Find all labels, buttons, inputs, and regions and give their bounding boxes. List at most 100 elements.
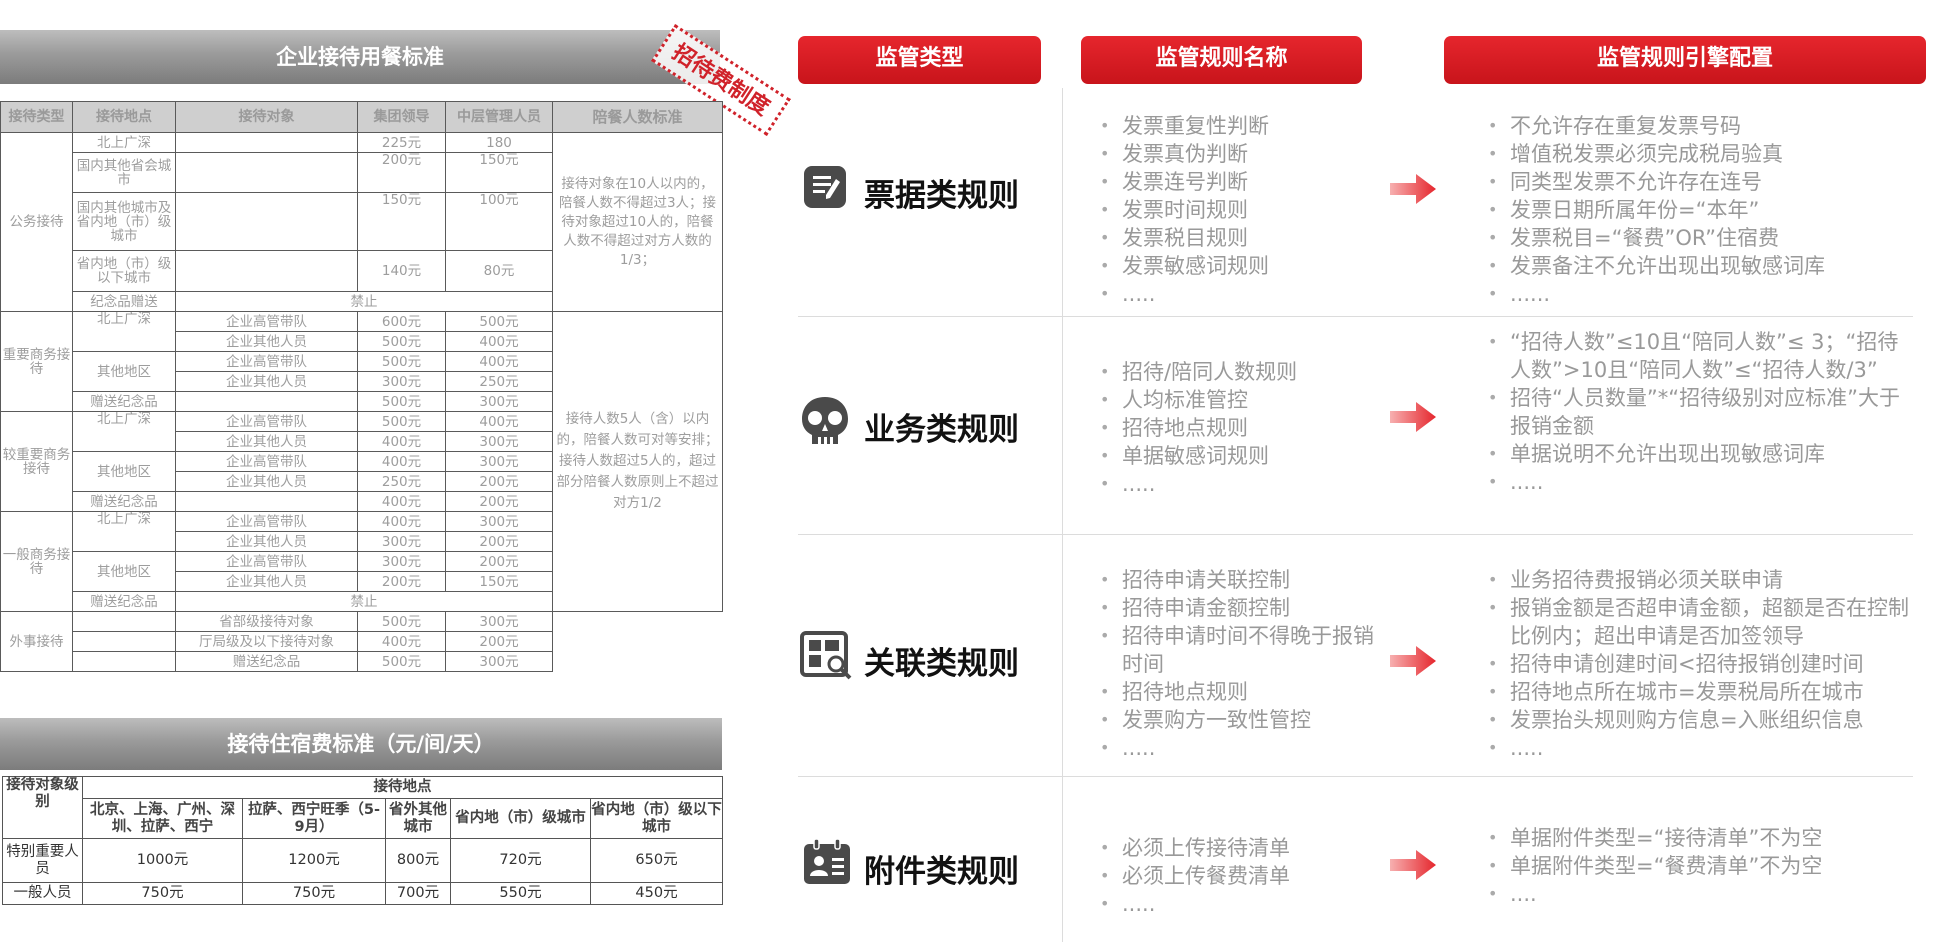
table-row: 厅局级及以下接待对象 400元 200元 xyxy=(1,631,723,652)
engine-config-list: “招待人数”≤10且“陪同人数”≤ 3；“招待人数”>10且“陪同人数”≤“招待… xyxy=(1482,328,1912,496)
list-item: 招待/陪同人数规则 xyxy=(1094,358,1394,386)
table-row: 特别重要人员 1000元 1200元 800元 720元 650元 xyxy=(2,838,724,883)
list-item: ..... xyxy=(1094,470,1394,498)
row-divider xyxy=(798,776,1913,777)
list-item: 发票税目规则 xyxy=(1094,224,1394,252)
list-item: 发票备注不允许出现出现敏感词库 xyxy=(1482,252,1922,280)
table-row: 企业其他人员 300元 200元 xyxy=(1,531,723,552)
lodging-header-row: 接待对象级别 接待地点 xyxy=(2,776,724,839)
list-item: 报销金额是否超申请金额，超额是否在控制比例内；超出申请是否加签领导 xyxy=(1482,594,1922,650)
category-ticket-rules: 票据类规则 xyxy=(798,160,1058,220)
dining-title-banner: 企业接待用餐标准 xyxy=(0,30,720,84)
engine-config-list: 单据附件类型=“接待清单”不为空 单据附件类型=“餐费清单”不为空 .... xyxy=(1482,824,1922,908)
table-row: 一般人员 750元 750元 700元 550元 450元 xyxy=(2,882,724,905)
list-item: 业务招待费报销必须关联申请 xyxy=(1482,566,1922,594)
category-business-rules: 业务类规则 xyxy=(798,392,1058,452)
lodging-standard-table: 接待对象级别 接待地点 北京、上海、广州、深圳、拉萨、西宁 拉萨、西宁旺季（5-… xyxy=(2,776,724,905)
list-item: 发票日期所属年份=“本年” xyxy=(1482,196,1922,224)
arrow-right-icon xyxy=(1390,850,1436,880)
header-rule-name: 监管规则名称 xyxy=(1081,36,1362,84)
list-item: 人均标准管控 xyxy=(1094,386,1394,414)
dining-title: 企业接待用餐标准 xyxy=(276,45,444,69)
list-item: 增值税发票必须完成税局验真 xyxy=(1482,140,1922,168)
category-label: 关联类规则 xyxy=(864,646,1019,682)
rule-name-list: 招待申请关联控制 招待申请金额控制 招待申请时间不得晚于报销时间 招待地点规则 … xyxy=(1094,566,1379,762)
list-item: 招待地点规则 xyxy=(1094,678,1379,706)
list-item: ..... xyxy=(1094,734,1379,762)
table-row: 赠送纪念品 500元 300元 xyxy=(1,651,723,672)
category-association-rules: 关联类规则 xyxy=(798,626,1058,686)
table-row: 赠送纪念品 禁止 xyxy=(1,591,723,612)
list-item: 必须上传餐费清单 xyxy=(1094,862,1394,890)
dining-header-row: 接待类型 接待地点 接待对象 集团领导 中层管理人员 陪餐人数标准 xyxy=(0,101,723,133)
category-label: 票据类规则 xyxy=(864,178,1019,214)
rule-name-list: 发票重复性判断 发票真伪判断 发票连号判断 发票时间规则 发票税目规则 发票敏感… xyxy=(1094,112,1394,308)
arrow-right-icon xyxy=(1390,174,1436,204)
list-item: 单据附件类型=“餐费清单”不为空 xyxy=(1482,852,1922,880)
table-row: 赠送纪念品 500元 300元 xyxy=(1,391,723,412)
id-card-icon xyxy=(804,838,850,884)
lodging-places-row: 北京、上海、广州、深圳、拉萨、西宁 拉萨、西宁旺季（5-9月） 省外其他城市 省… xyxy=(3,798,724,839)
arrow-right-icon xyxy=(1390,646,1436,676)
category-label: 业务类规则 xyxy=(864,412,1019,448)
table-row: 一般商务接待 北上广深 企业高管带队 400元 300元 xyxy=(0,511,723,612)
list-item: ..... xyxy=(1094,890,1394,918)
table-row: 国内其他城市及省内地（市）级城市 150元 100元 xyxy=(1,192,723,251)
list-item: 发票时间规则 xyxy=(1094,196,1394,224)
engine-config-list: 业务招待费报销必须关联申请 报销金额是否超申请金额，超额是否在控制比例内；超出申… xyxy=(1482,566,1922,762)
list-item: 必须上传接待清单 xyxy=(1094,834,1394,862)
table-row: 外事接待 省部级接待对象 500元 300元 xyxy=(0,611,723,672)
dining-standard-table: 接待类型 接待地点 接待对象 集团领导 中层管理人员 陪餐人数标准 公务接待 北… xyxy=(0,101,723,672)
list-item: 招待申请金额控制 xyxy=(1094,594,1379,622)
list-item: 发票抬头规则购方信息=入账组织信息 xyxy=(1482,706,1922,734)
list-item: .... xyxy=(1482,880,1922,908)
list-item: “招待人数”≤10且“陪同人数”≤ 3；“招待人数”>10且“陪同人数”≤“招待… xyxy=(1482,328,1912,384)
document-edit-icon xyxy=(804,166,846,208)
grid-search-icon xyxy=(800,631,852,680)
header-engine-config: 监管规则引擎配置 xyxy=(1444,36,1926,84)
list-item: ...... xyxy=(1482,280,1922,308)
table-row: 企业其他人员 200元 150元 xyxy=(1,571,723,592)
rule-name-list: 必须上传接待清单 必须上传餐费清单 ..... xyxy=(1094,834,1394,918)
list-item: 招待地点规则 xyxy=(1094,414,1394,442)
list-item: 发票重复性判断 xyxy=(1094,112,1394,140)
list-item: 招待申请关联控制 xyxy=(1094,566,1379,594)
table-row: 其他地区 企业高管带队 300元 200元 xyxy=(1,551,723,592)
column-divider xyxy=(1062,88,1063,942)
list-item: 发票连号判断 xyxy=(1094,168,1394,196)
table-row: 国内其他省会城市 200元 150元 xyxy=(1,152,723,193)
list-item: 发票购方一致性管控 xyxy=(1094,706,1379,734)
skull-icon xyxy=(802,397,848,444)
header-type: 监管类型 xyxy=(798,36,1041,84)
table-row: 其他地区 企业高管带队 500元 400元 xyxy=(1,351,723,392)
list-item: 发票敏感词规则 xyxy=(1094,252,1394,280)
table-row: 企业其他人员 500元 400元 xyxy=(1,331,723,352)
list-item: 招待申请创建时间<招待报销创建时间 xyxy=(1482,650,1922,678)
rule-name-list: 招待/陪同人数规则 人均标准管控 招待地点规则 单据敏感词规则 ..... xyxy=(1094,358,1394,498)
list-item: 单据说明不允许出现出现敏感词库 xyxy=(1482,440,1912,468)
row-divider xyxy=(798,534,1913,535)
list-item: ..... xyxy=(1482,468,1912,496)
arrow-right-icon xyxy=(1390,402,1436,432)
table-row: 其他地区 企业高管带队 400元 300元 xyxy=(1,451,723,492)
engine-config-list: 不允许存在重复发票号码 增值税发票必须完成税局验真 同类型发票不允许存在连号 发… xyxy=(1482,112,1922,308)
list-item: ..... xyxy=(1482,734,1922,762)
list-item: 单据敏感词规则 xyxy=(1094,442,1394,470)
list-item: 同类型发票不允许存在连号 xyxy=(1482,168,1922,196)
list-item: 发票税目=“餐费”OR”住宿费 xyxy=(1482,224,1922,252)
lodging-title: 接待住宿费标准（元/间/天） xyxy=(227,732,495,756)
category-label: 附件类规则 xyxy=(864,854,1019,890)
table-row: 重要商务接待 北上广深 企业高管带队 600元 500元 接待人数5人（含）以内… xyxy=(0,311,723,612)
lodging-title-banner: 接待住宿费标准（元/间/天） xyxy=(0,718,722,770)
list-item: 单据附件类型=“接待清单”不为空 xyxy=(1482,824,1922,852)
category-attachment-rules: 附件类规则 xyxy=(798,834,1058,894)
list-item: 不允许存在重复发票号码 xyxy=(1482,112,1922,140)
row-divider xyxy=(798,316,1913,317)
table-row: 企业其他人员 250元 200元 xyxy=(1,471,723,492)
list-item: ..... xyxy=(1094,280,1394,308)
list-item: 发票真伪判断 xyxy=(1094,140,1394,168)
list-item: 招待地点所在城市=发票税局所在城市 xyxy=(1482,678,1922,706)
list-item: 招待“人员数量”*“招待级别对应标准”大于报销金额 xyxy=(1482,384,1912,440)
list-item: 招待申请时间不得晚于报销时间 xyxy=(1094,622,1379,678)
table-row: 公务接待 北上广深 225元 180 接待对象在10人以内的，陪餐人数不得超过3… xyxy=(0,132,723,312)
